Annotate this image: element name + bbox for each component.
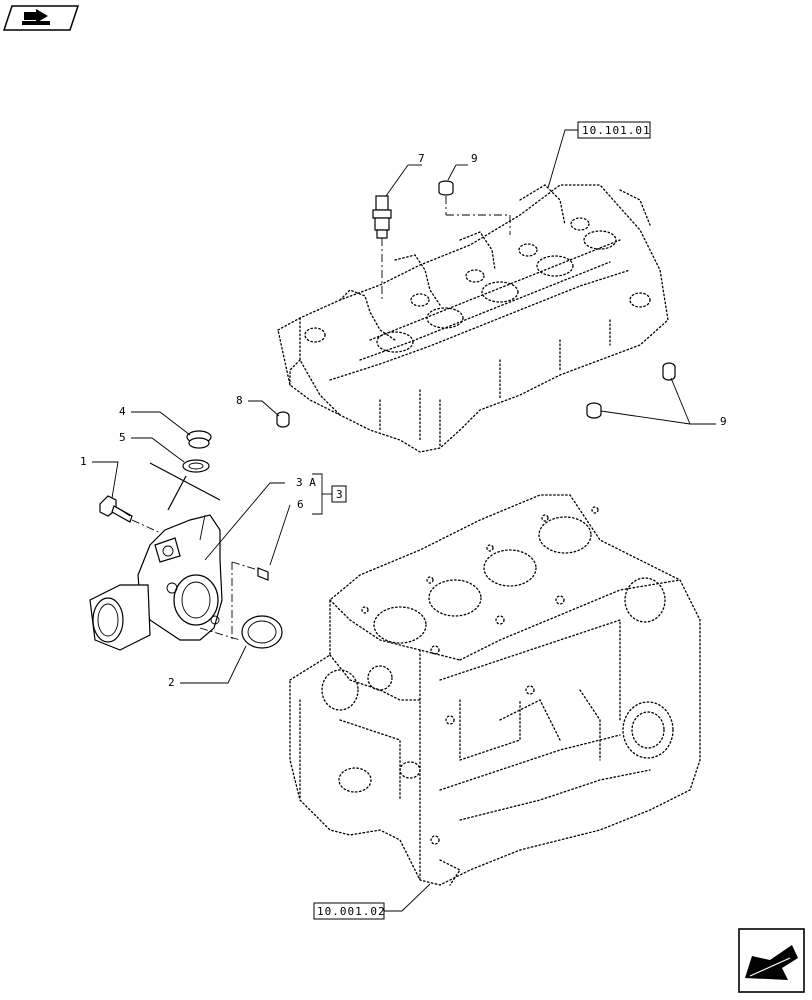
- svg-text:1: 1: [80, 455, 87, 468]
- svg-text:6: 6: [297, 498, 304, 511]
- svg-text:10.001.02: 10.001.02: [317, 905, 386, 918]
- part-9-plug-right-b: [586, 402, 602, 419]
- part-9-plug-right-a: [662, 362, 676, 381]
- svg-text:2: 2: [168, 676, 175, 689]
- callout-7: 7: [385, 152, 425, 197]
- svg-text:8: 8: [236, 394, 243, 407]
- callout-9-top: 9: [447, 152, 478, 181]
- part-2-seal: [199, 615, 283, 649]
- svg-text:4: 4: [119, 405, 126, 418]
- callout-1: 1: [80, 455, 119, 499]
- next-page-arrow-icon[interactable]: [738, 928, 805, 993]
- svg-text:5: 5: [119, 431, 126, 444]
- svg-text:10.101.01: 10.101.01: [582, 124, 651, 137]
- part-7-fitting: [372, 195, 392, 300]
- svg-text:9: 9: [720, 415, 727, 428]
- part-1-bolt: [99, 495, 166, 536]
- book-arrow-icon[interactable]: [2, 5, 80, 31]
- part-3-thermostat-housing: [89, 514, 223, 651]
- crankcase-drawing: [289, 494, 701, 886]
- svg-text:3: 3: [336, 488, 343, 501]
- cylinder-head-drawing: [277, 184, 669, 453]
- callout-4: 4: [119, 405, 191, 436]
- svg-text:9: 9: [471, 152, 478, 165]
- ref-box-cylinder-head[interactable]: 10.101.01: [547, 121, 651, 189]
- callout-2: 2: [168, 645, 247, 689]
- part-8-plug: [276, 411, 290, 428]
- part-5-washer: [182, 459, 210, 473]
- part-4-plug: [186, 430, 212, 449]
- part-9-plug-top: [438, 180, 511, 235]
- svg-text:3 A: 3 A: [296, 476, 316, 489]
- callout-8: 8: [236, 394, 280, 417]
- callout-3a-6: 3 A 6 3: [204, 473, 347, 566]
- ref-box-crankcase[interactable]: 10.001.02: [313, 883, 431, 920]
- callout-5: 5: [119, 431, 185, 463]
- callout-9-right: 9: [600, 377, 727, 428]
- svg-text:7: 7: [418, 152, 425, 165]
- part-6-pin: [231, 561, 269, 640]
